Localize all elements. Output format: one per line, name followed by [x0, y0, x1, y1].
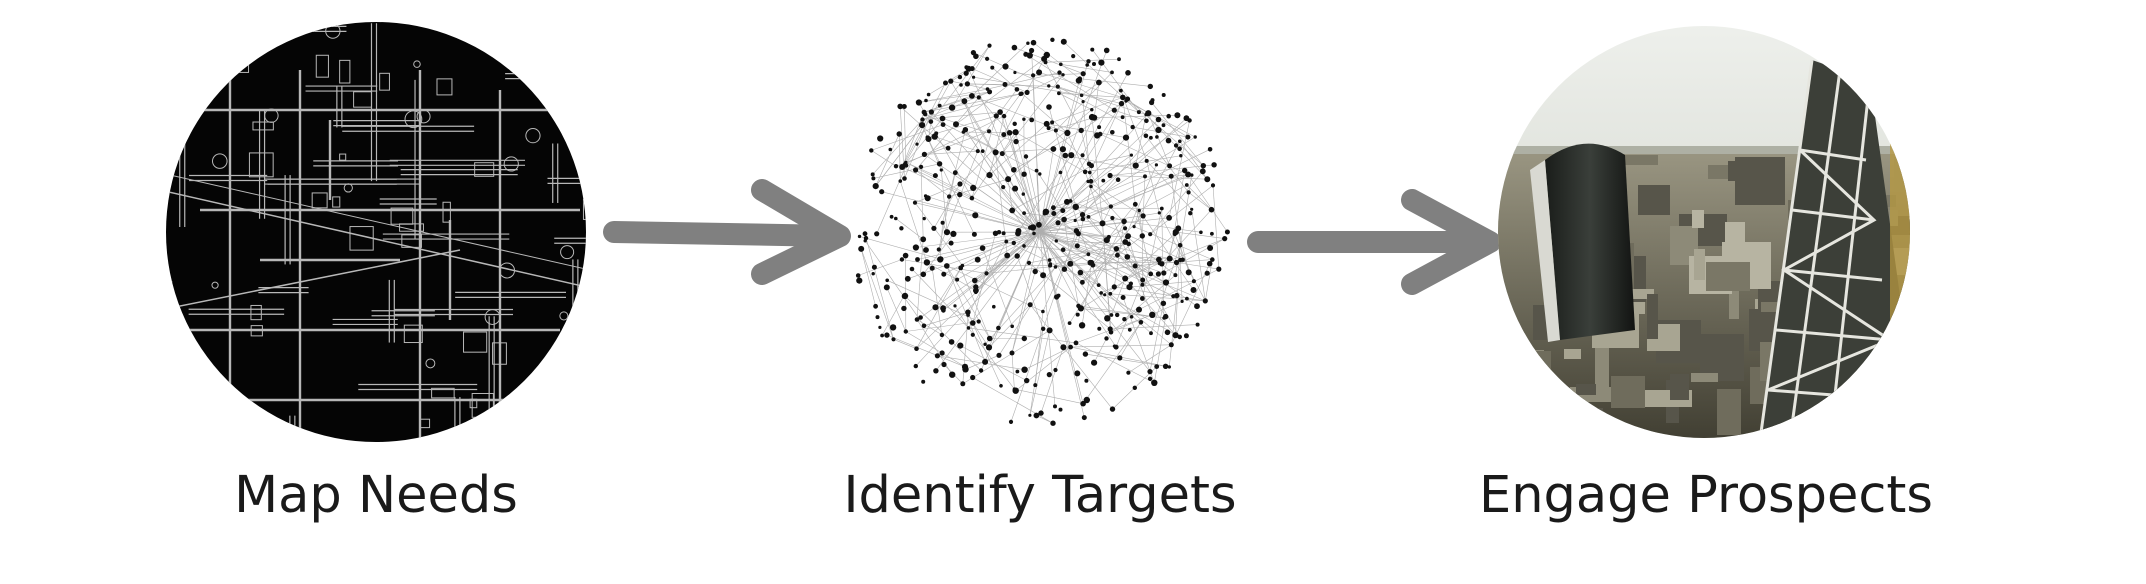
arrow-icon — [1247, 189, 1501, 295]
blueprint-image — [166, 22, 586, 442]
step-label-identify-targets: Identify Targets — [843, 466, 1237, 525]
arrow-icon — [603, 179, 851, 285]
step-label-engage-prospects: Engage Prospects — [1479, 466, 1933, 525]
network-graph-image — [855, 37, 1230, 426]
city-skyline-image — [1498, 26, 1910, 438]
step-label-map-needs: Map Needs — [234, 466, 518, 525]
